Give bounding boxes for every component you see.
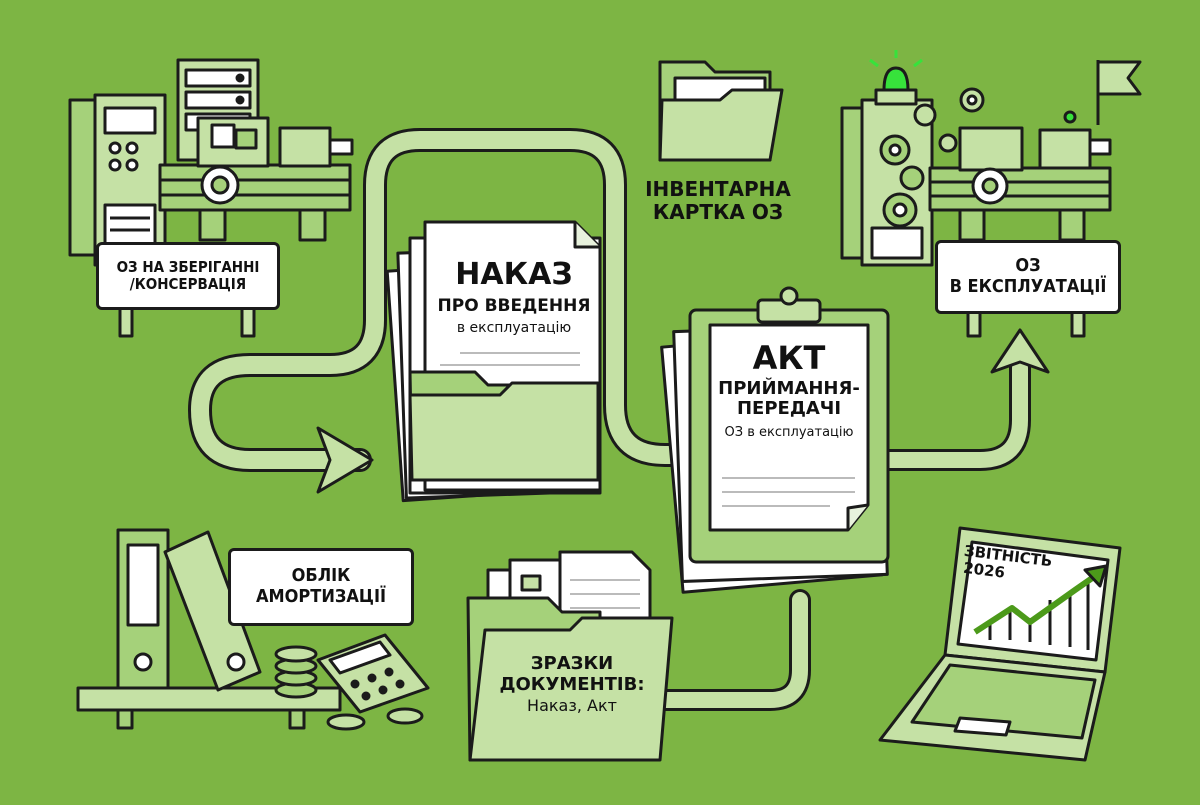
coins-illustration	[274, 645, 424, 731]
binders-illustration	[76, 528, 342, 730]
act-subtitle-line2: ПЕРЕДАЧІ	[736, 398, 842, 420]
flow-path-main	[188, 128, 712, 472]
order-document-text: НАКАЗ ПРО ВВЕДЕННЯ в експлуатацію	[430, 257, 598, 337]
depreciation-label: ОБЛІК АМОРТИЗАЦІЇ	[228, 548, 414, 626]
act-title: АКТ	[752, 339, 826, 377]
lathe-operation-illustration	[840, 50, 1142, 338]
in-operation-line1: ОЗ	[1015, 255, 1041, 277]
act-document-text: АКТ ПРИЙМАННЯ- ПЕРЕДАЧІ ОЗ в експлуатаці…	[708, 340, 870, 441]
act-detail: ОЗ в експлуатацію	[724, 425, 854, 441]
flow-arrow-to-order	[316, 426, 374, 494]
laptop-report-illustration	[878, 526, 1122, 762]
depreciation-line1: ОБЛІК	[291, 565, 351, 587]
samples-line1: ЗРАЗКИ	[530, 653, 614, 674]
samples-line3: Наказ, Акт	[527, 696, 617, 716]
act-clipboard-illustration	[660, 286, 890, 594]
storage-label: ОЗ НА ЗБЕРІГАННІ /КОНСЕРВАЦІЯ	[96, 242, 280, 310]
order-title: НАКАЗ	[455, 257, 573, 292]
inventory-card-label: ІНВЕНТАРНА КАРТКА ОЗ	[628, 178, 808, 224]
in-operation-line2: В ЕКСПЛУАТАЦІЇ	[949, 276, 1107, 297]
samples-folder-illustration	[466, 550, 674, 762]
flow-arrow-to-operation	[990, 328, 1050, 374]
samples-label: ЗРАЗКИ ДОКУМЕНТІВ: Наказ, Акт	[482, 653, 662, 716]
order-document-illustration	[385, 220, 602, 503]
samples-line2: ДОКУМЕНТІВ:	[499, 673, 645, 695]
storage-label-line1: ОЗ НА ЗБЕРІГАННІ	[116, 257, 260, 276]
flow-path-to-operation	[869, 357, 1031, 471]
storage-label-line2: /КОНСЕРВАЦІЯ	[129, 275, 247, 293]
inventory-folder-icon	[658, 60, 784, 162]
flow-path-to-samples	[649, 589, 811, 711]
order-detail: в експлуатацію	[456, 320, 572, 337]
order-subtitle: ПРО ВВЕДЕННЯ	[437, 295, 591, 316]
in-operation-label: ОЗ В ЕКСПЛУАТАЦІЇ	[935, 240, 1121, 314]
calculator-icon	[316, 633, 430, 714]
inventory-card-line2: КАРТКА ОЗ	[652, 200, 784, 224]
depreciation-line2: АМОРТИЗАЦІЇ	[256, 586, 386, 607]
inventory-card-line1: ІНВЕНТАРНА	[645, 177, 791, 201]
lathe-storage-illustration	[68, 58, 354, 338]
act-subtitle-line1: ПРИЙМАННЯ-	[718, 377, 860, 399]
